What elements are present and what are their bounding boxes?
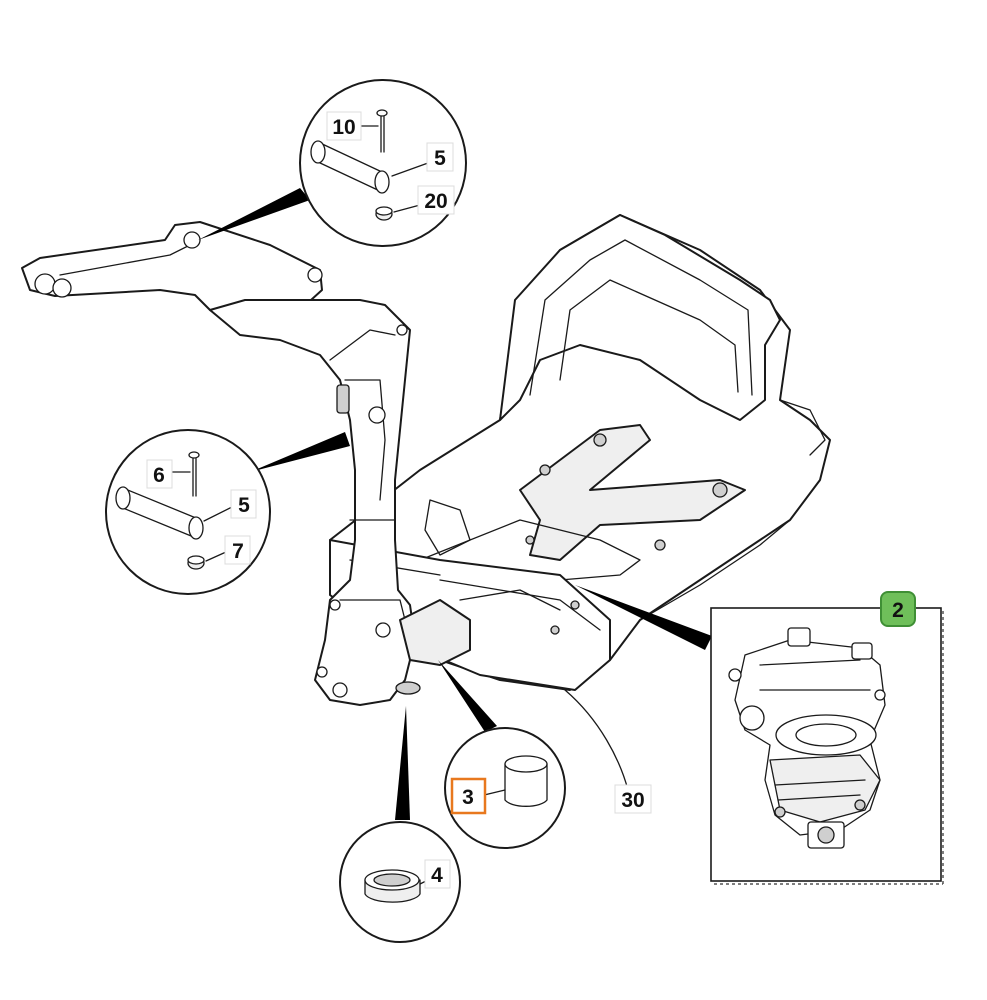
pin-icon — [310, 140, 390, 194]
nut-icon — [375, 206, 393, 221]
bushing-icon — [504, 755, 548, 807]
callout-2[interactable]: 2 — [880, 591, 916, 627]
bushing-icon — [364, 869, 421, 903]
bolt-icon — [188, 451, 200, 497]
svg-text:5: 5 — [434, 147, 446, 170]
svg-text:7: 7 — [232, 540, 244, 563]
detail-balloon-bushing-3 — [444, 727, 566, 849]
callout-10[interactable]: 10 — [326, 111, 362, 141]
hydraulic-pump-icon — [728, 627, 886, 849]
svg-text:30: 30 — [621, 789, 644, 812]
svg-text:3: 3 — [462, 786, 474, 809]
svg-text:10: 10 — [332, 116, 355, 139]
svg-text:6: 6 — [153, 464, 165, 487]
pin-icon — [115, 486, 204, 540]
svg-text:5: 5 — [238, 494, 250, 517]
callout-30[interactable]: 30 — [614, 784, 652, 814]
nut-icon — [187, 555, 205, 570]
callout-6[interactable]: 6 — [146, 459, 173, 489]
svg-text:2: 2 — [892, 599, 904, 622]
callout-4[interactable]: 4 — [424, 859, 451, 889]
leader-lines — [198, 188, 712, 820]
detail-box-hydraulic-pump — [710, 607, 944, 885]
callout-20[interactable]: 20 — [417, 185, 455, 215]
callout-7[interactable]: 7 — [224, 535, 251, 565]
callout-5-top[interactable]: 5 — [426, 142, 454, 172]
bolt-icon — [376, 109, 388, 153]
callout-5-middle[interactable]: 5 — [230, 489, 257, 519]
callout-3[interactable]: 3 — [450, 777, 487, 815]
chassis-frame — [329, 214, 831, 691]
detail-balloon-bushing-4 — [339, 821, 461, 943]
boom-assembly — [21, 221, 471, 706]
svg-text:4: 4 — [431, 864, 443, 887]
svg-text:20: 20 — [424, 190, 447, 213]
